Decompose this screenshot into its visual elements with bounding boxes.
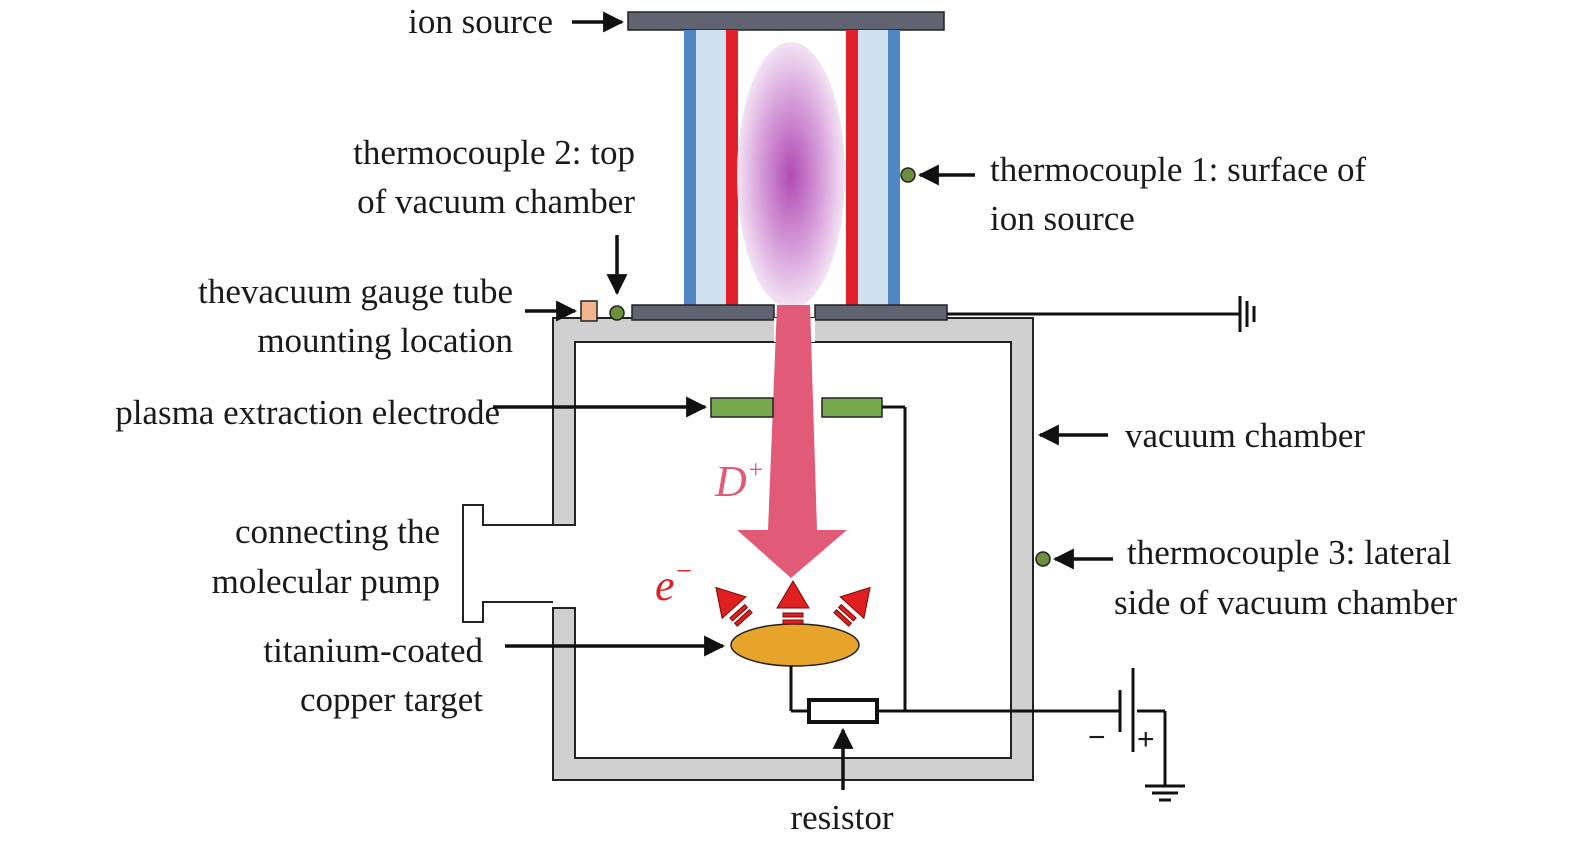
deuteron-beam-arrow — [737, 305, 847, 578]
ion-source — [627, 11, 948, 342]
battery-plus-sign: + — [1137, 723, 1155, 756]
thermocouple-1-label-line1: thermocouple 1: surface of — [990, 150, 1366, 189]
thermocouple-2-dot — [609, 305, 625, 321]
titanium-coated-copper-target — [730, 623, 860, 667]
ion-source-bottom-plate-right — [814, 304, 948, 321]
vacuum-chamber-label: vacuum chamber — [1125, 416, 1365, 455]
extraction-electrode-left — [710, 397, 774, 418]
pump-flange — [462, 504, 553, 623]
thermocouple-2-label-line2: of vacuum chamber — [357, 182, 635, 221]
pump-label-line2: molecular pump — [212, 562, 440, 601]
thermocouple-1-dot — [900, 167, 916, 183]
deuteron-symbol: D+ — [714, 455, 764, 506]
vacuum-gauge-tube — [580, 300, 598, 322]
deuteron-symbol-letter: D — [714, 457, 747, 506]
battery — [1118, 668, 1135, 752]
resistor — [807, 698, 879, 724]
electron-arrow-left — [715, 586, 753, 627]
electron-arrow-center — [776, 580, 810, 625]
resistor-label: resistor — [790, 798, 893, 837]
thermocouple-3-label-line1: thermocouple 3: lateral — [1127, 533, 1452, 572]
pointer-arrows — [493, 11, 1113, 790]
extraction-electrode — [710, 397, 883, 418]
thermocouple-1-label-line2: ion source — [990, 199, 1135, 238]
gauge-label-line1: thevacuum gauge tube — [198, 272, 513, 311]
ion-source-ground — [947, 296, 1256, 332]
ground-symbol — [1145, 784, 1185, 802]
electrode-label: plasma extraction electrode — [115, 393, 500, 432]
ion-source-bottom-plate-left — [631, 304, 775, 321]
electron-symbol: e− — [655, 556, 693, 610]
thermocouple-3-dot — [1035, 551, 1051, 567]
thermocouple-2-label-line1: thermocouple 2: top — [353, 133, 635, 172]
circuit-wires — [789, 405, 1167, 786]
gauge-label-line2: mounting location — [257, 321, 513, 360]
ion-source-top-plate — [627, 11, 945, 31]
ion-source-label: ion source — [408, 2, 553, 41]
plasma — [737, 42, 845, 308]
target-label-line1: titanium-coated — [263, 631, 483, 670]
thermocouple-3-label-line2: side of vacuum chamber — [1114, 583, 1457, 622]
vacuum-chamber — [552, 317, 1034, 781]
extraction-electrode-right — [821, 397, 883, 418]
secondary-electron-arrows — [715, 580, 871, 627]
electron-symbol-charge: − — [675, 556, 694, 587]
deuteron-symbol-charge: + — [747, 455, 765, 484]
battery-minus-sign: − — [1088, 721, 1106, 754]
pump-label-line1: connecting the — [235, 512, 440, 551]
target-label-line2: copper target — [300, 680, 483, 719]
electron-arrow-right — [833, 586, 871, 627]
electron-symbol-letter: e — [655, 561, 675, 610]
